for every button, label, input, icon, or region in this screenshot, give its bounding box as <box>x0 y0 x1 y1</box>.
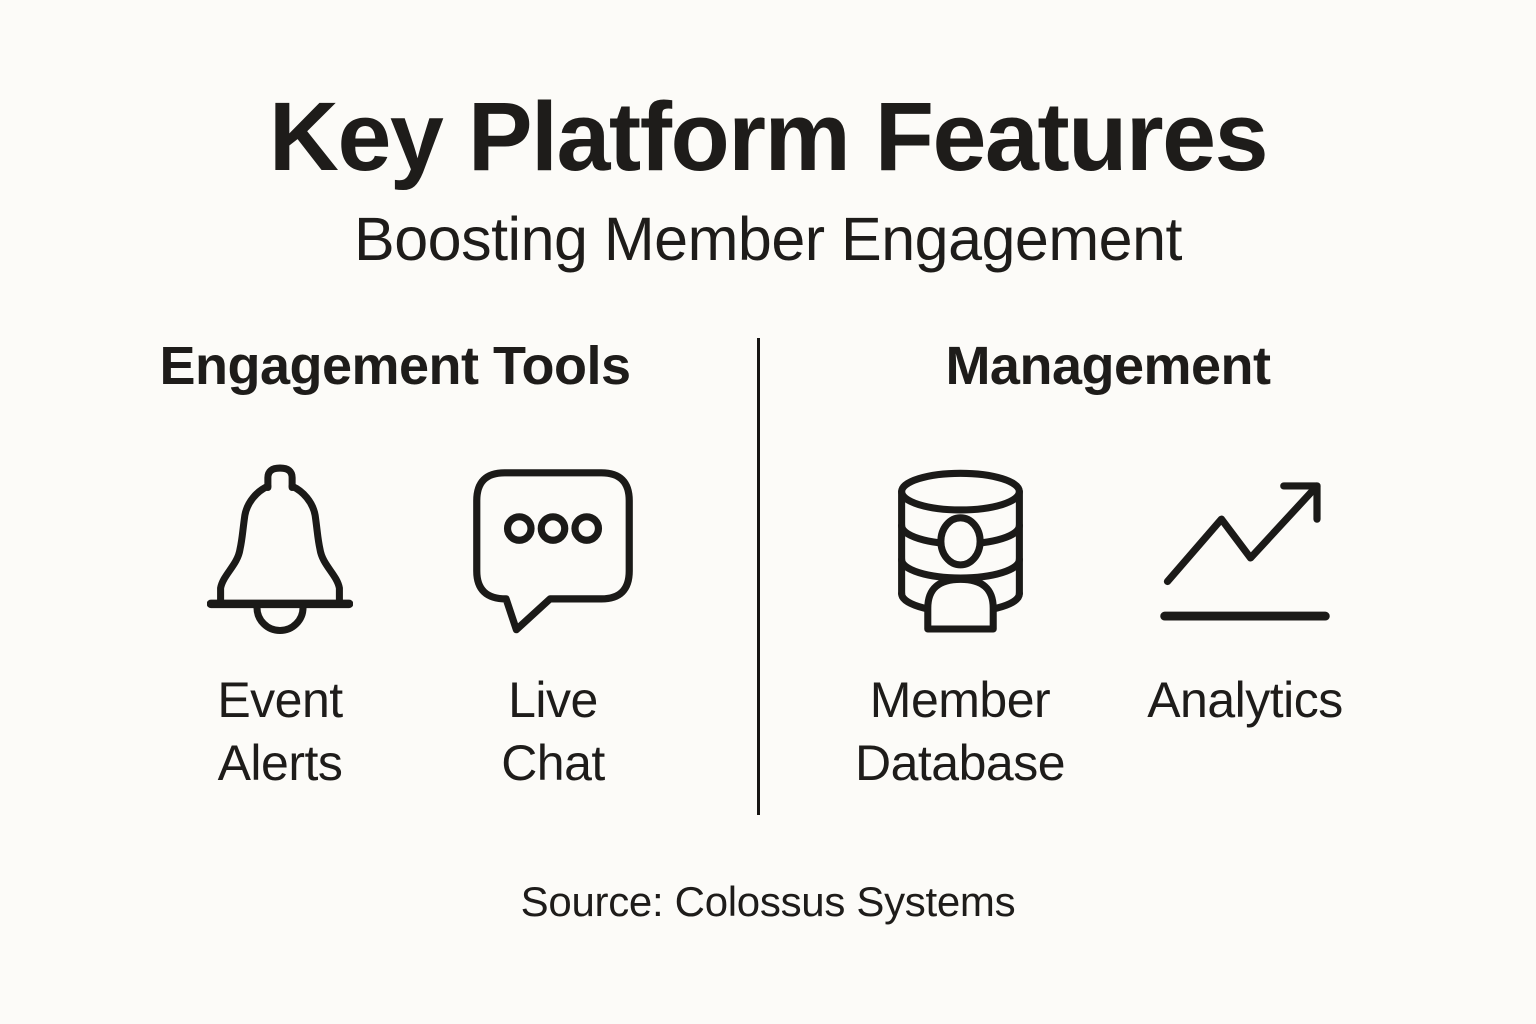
feature-label: Event Alerts <box>217 672 343 791</box>
feature-member-database: Member Database <box>845 458 1075 795</box>
column-heading-engagement-tools: Engagement Tools <box>159 336 631 396</box>
feature-label: Live Chat <box>501 672 605 791</box>
source-attribution: Source: Colossus Systems <box>520 878 1016 925</box>
vertical-divider <box>757 338 760 815</box>
feature-label: Member Database <box>854 672 1066 791</box>
page-subtitle: Boosting Member Engagement <box>354 205 1182 273</box>
page-title: Key Platform Features <box>268 82 1269 191</box>
feature-label: Analytics <box>1147 672 1343 728</box>
bell-icon <box>207 458 353 643</box>
column-heading-management: Management <box>945 336 1271 396</box>
feature-live-chat: Live Chat <box>438 458 668 795</box>
feature-event-alerts: Event Alerts <box>165 458 395 795</box>
member-database-icon <box>882 458 1039 643</box>
chat-bubble-icon <box>465 458 641 643</box>
feature-analytics: Analytics <box>1130 458 1360 732</box>
trend-arrow-icon <box>1159 458 1331 643</box>
